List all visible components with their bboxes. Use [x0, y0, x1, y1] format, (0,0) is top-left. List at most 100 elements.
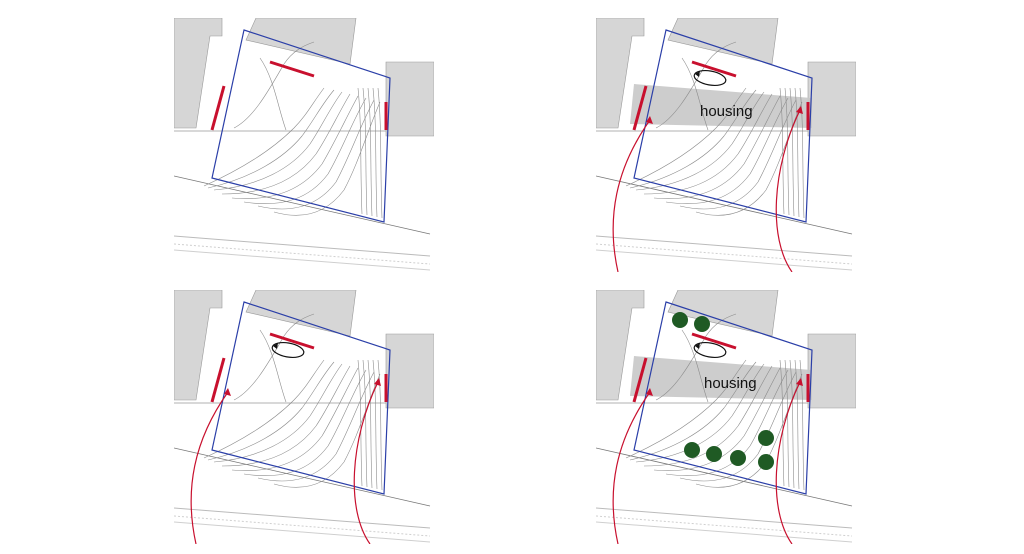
red-wall-top: [269, 332, 315, 350]
contour-line: [213, 363, 343, 463]
contour-line: [794, 359, 800, 490]
road-line: [174, 243, 431, 265]
contour-line: [643, 365, 773, 467]
access-arrow-icon: [612, 388, 653, 544]
contour-line: [213, 91, 343, 191]
road-line: [174, 521, 431, 543]
contour-line: [653, 95, 781, 199]
building-block: [245, 18, 357, 65]
housing-label: housing: [700, 103, 753, 120]
tree-icon: [730, 450, 746, 466]
contour-line: [655, 313, 737, 401]
diagram-panel-site: [174, 18, 434, 272]
contour-line: [784, 87, 790, 216]
contour-line: [357, 87, 363, 215]
contour-line: [231, 95, 359, 199]
contour-line: [233, 313, 315, 401]
contour-line: [635, 363, 765, 463]
contour-line: [257, 371, 375, 482]
road-line: [174, 249, 431, 271]
contour-line: [799, 87, 805, 219]
site-edge-line: [596, 447, 853, 507]
contour-line: [665, 369, 789, 476]
road-line: [596, 235, 853, 257]
building-block: [385, 61, 434, 137]
access-arrow-icon: [775, 106, 803, 272]
contour-line: [207, 89, 335, 189]
contour-line: [679, 371, 797, 482]
rotation-ellipse-icon: [271, 341, 305, 359]
road-line: [596, 521, 853, 543]
red-wall-top: [269, 60, 315, 78]
tree-icon: [758, 454, 774, 470]
contour-line: [243, 369, 367, 476]
site-boundary: [211, 29, 391, 223]
red-wall-left: [632, 357, 648, 403]
contour-line: [665, 97, 789, 204]
red-wall-left: [632, 85, 648, 131]
site-edge-line: [174, 447, 431, 507]
red-wall-top: [691, 332, 737, 350]
contour-line: [372, 87, 378, 218]
access-arrow-icon: [775, 378, 803, 544]
red-wall-top: [691, 60, 737, 78]
housing-band: [630, 84, 812, 128]
contour-line: [779, 359, 785, 487]
road-line: [174, 235, 431, 257]
contour-line: [799, 359, 805, 491]
contour-line: [789, 359, 795, 489]
building-block: [596, 290, 645, 401]
contour-line: [779, 87, 785, 215]
access-arrow-icon: [190, 388, 231, 544]
contour-line: [259, 57, 287, 131]
contour-line: [357, 359, 363, 487]
road-line: [174, 515, 431, 537]
contour-line: [655, 41, 737, 129]
building-block: [667, 290, 779, 337]
building-block: [174, 290, 223, 401]
contour-line: [362, 87, 368, 216]
contour-line: [367, 87, 373, 217]
building-block: [174, 18, 223, 129]
contour-line: [221, 365, 351, 467]
contour-line: [243, 97, 367, 204]
building-block: [385, 333, 434, 409]
contour-line: [203, 359, 325, 459]
contour-line: [377, 87, 383, 219]
road-line: [596, 243, 853, 265]
contour-line: [257, 99, 375, 210]
contour-line: [653, 367, 781, 471]
contour-line: [203, 87, 325, 187]
housing-label: housing: [704, 375, 757, 392]
tree-icon: [694, 316, 710, 332]
tree-icon: [706, 446, 722, 462]
rotation-ellipse-icon: [693, 341, 727, 359]
building-block: [667, 18, 779, 65]
contour-line: [273, 101, 381, 216]
road-line: [174, 507, 431, 529]
red-wall-left: [210, 357, 226, 403]
contour-line: [231, 367, 359, 471]
site-plan-svg: housing: [596, 290, 856, 544]
contour-line: [681, 57, 709, 131]
contour-line: [207, 361, 335, 461]
tree-icon: [684, 442, 700, 458]
contour-line: [377, 359, 383, 491]
contour-line: [635, 91, 765, 191]
site-plan-svg: housing: [596, 18, 856, 272]
contour-line: [629, 89, 757, 189]
contour-line: [643, 93, 773, 195]
contour-line: [625, 359, 747, 459]
diagram-panel-housing: housing: [596, 18, 856, 272]
contour-line: [362, 359, 368, 488]
contour-line: [681, 329, 709, 403]
tree-icon: [672, 312, 688, 328]
site-plan-svg: [174, 18, 434, 271]
road-line: [596, 249, 853, 271]
access-arrow-icon: [353, 378, 381, 544]
site-edge-line: [596, 175, 853, 235]
building-block: [245, 290, 357, 337]
contour-line: [221, 93, 351, 195]
contour-line: [784, 359, 790, 488]
contour-line: [233, 41, 315, 129]
